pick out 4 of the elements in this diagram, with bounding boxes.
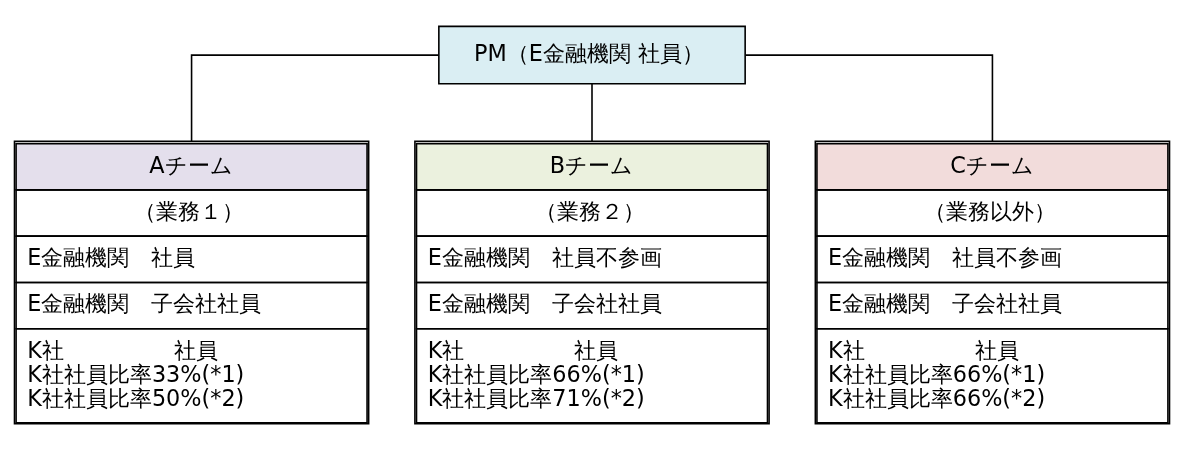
- connector: [744, 54, 994, 142]
- connector: [591, 83, 593, 143]
- connector: [190, 54, 440, 142]
- node-box: PM（E金融機関 社員）: [438, 25, 746, 85]
